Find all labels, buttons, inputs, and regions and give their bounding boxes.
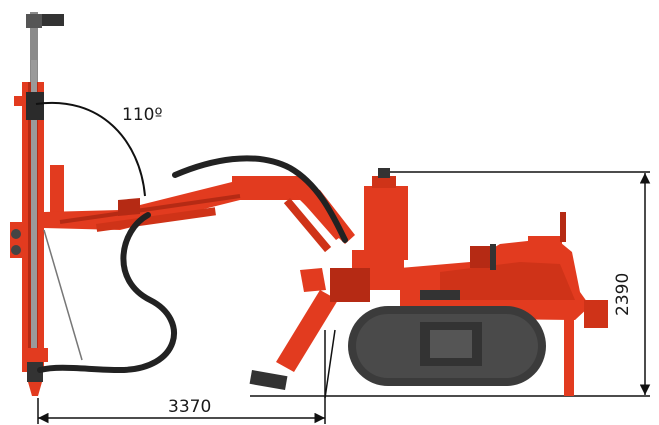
length-label: 3370 (168, 397, 211, 417)
hydraulic-hoses (37, 155, 348, 374)
angle-arc (35, 101, 146, 197)
crawler-tracks (348, 306, 546, 386)
front-stabilizer (249, 268, 338, 399)
angle-label: 110º (122, 105, 162, 125)
carrier-body (330, 168, 608, 396)
drill-boom (44, 165, 355, 253)
height-label: 2390 (613, 273, 633, 316)
drill-mast (10, 12, 83, 396)
